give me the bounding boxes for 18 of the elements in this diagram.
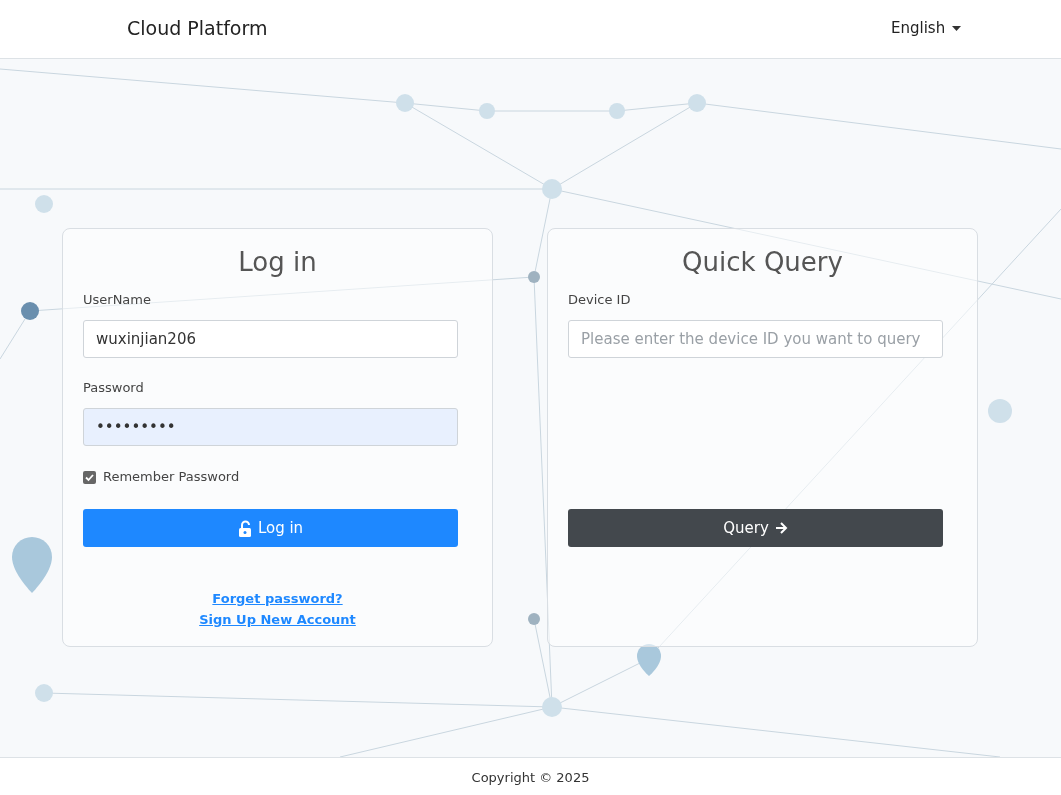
field-label: Device ID (568, 292, 631, 307)
forgot-password-link: Forget password? (212, 591, 343, 606)
card-title: Log in (237, 247, 318, 277)
card-title: Quick Query (681, 247, 844, 277)
input-field: ••••••••• (83, 408, 458, 446)
field-label: Password (83, 380, 144, 395)
input-field: Please enter the device ID you want to query (568, 320, 943, 358)
card-panel (62, 228, 493, 647)
query-button: Query (568, 509, 943, 547)
field-label: UserName (83, 292, 151, 307)
input-field: wuxinjian206 (83, 320, 458, 358)
language-dropdown: English (891, 19, 962, 37)
checkbox-label: Remember Password (103, 469, 240, 484)
site-title: Cloud Platform (127, 17, 268, 39)
signup-link: Sign Up New Account (199, 612, 356, 627)
login-button: Log in (83, 509, 458, 547)
copyright-text: Copyright © 2025 (471, 770, 590, 785)
card-panel (547, 228, 978, 647)
